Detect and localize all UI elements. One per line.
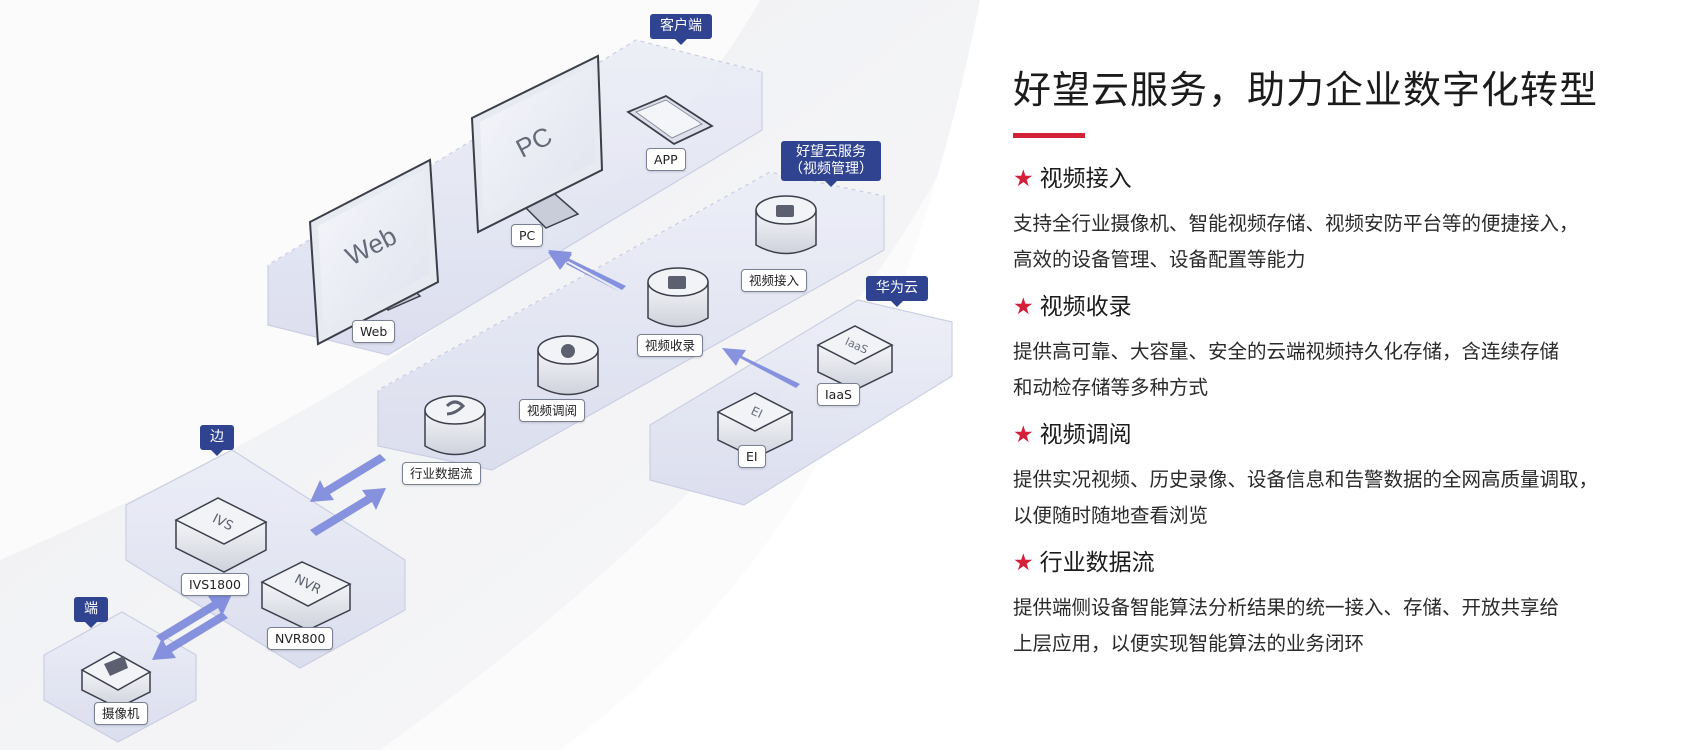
label-nvr: NVR800 [267,627,334,650]
title-accent-bar [1013,133,1085,138]
star-icon: ★ [1013,166,1034,192]
tag-service: 好望云服务 （视频管理） [781,141,881,187]
feature-line: 提供实况视频、历史录像、设备信息和告警数据的全网高质量调取， [1013,468,1599,491]
feature-heading: ★视频调阅 [1013,420,1693,450]
label-industry-stream: 行业数据流 [402,462,481,485]
video-access-cylinder [755,195,817,255]
feature-line: 提供高可靠、大容量、安全的云端视频持久化存储，含连续存储 [1013,340,1560,363]
tag-huawei-cloud: 华为云 [866,276,928,307]
label-video-access: 视频接入 [741,269,808,292]
feature-title: 视频收录 [1039,294,1132,320]
web-monitor: Web [308,158,440,346]
feature-title: 视频调阅 [1039,422,1132,448]
arrow-service-to-pc [548,252,620,292]
label-ivs: IVS1800 [181,573,249,596]
play-icon [561,344,575,358]
label-web: Web [352,320,396,343]
feature-line: 以便随时随地查看浏览 [1013,504,1209,527]
feature-industry-stream: ★行业数据流 提供端侧设备智能算法分析结果的统一接入、存储、开放共享给上层应用，… [1013,548,1693,662]
feature-line: 提供端侧设备智能算法分析结果的统一接入、存储、开放共享给 [1013,596,1560,619]
arrow-cloud-to-service [722,348,800,388]
feature-description: 提供实况视频、历史录像、设备信息和告警数据的全网高质量调取， 以便随时随地查看浏览 [1013,462,1693,534]
label-video-view: 视频调阅 [519,399,586,422]
video-record-cylinder [647,267,709,328]
feature-line: 上层应用，以便实现智能算法的业务闭环 [1013,632,1365,655]
ivs-device: IVS [174,497,268,573]
tag-service-line2: （视频管理） [789,161,873,177]
star-icon: ★ [1013,550,1034,576]
tablet-device [626,94,714,146]
feature-title: 视频接入 [1039,166,1132,192]
arrow-edge-to-camera [152,612,228,660]
feature-title: 行业数据流 [1039,550,1155,576]
feature-description: 提供高可靠、大容量、安全的云端视频持久化存储，含连续存储和动检存储等多种方式 [1013,334,1693,406]
camera-icon [104,656,128,676]
label-ei: EI [738,445,766,468]
industry-stream-cylinder [424,395,486,456]
label-pc: PC [511,224,544,247]
ei-device-text: EI [749,404,765,421]
tag-client: 客户端 [650,14,712,45]
label-app: APP [646,148,686,171]
star-icon: ★ [1013,294,1034,320]
feature-panel: 好望云服务，助力企业数字化转型 ★视频接入 支持全行业摄像机、智能视频存储、视频… [1013,62,1693,676]
feature-line: 和动检存储等多种方式 [1013,376,1209,399]
tag-edge: 边 [200,425,234,456]
arrow-service-to-pc-head [548,250,626,290]
tag-service-line1: 好望云服务 [796,144,866,160]
flow-arrows [152,250,800,660]
download-icon [776,205,794,217]
label-camera: 摄像机 [94,702,148,725]
arrow-service-to-edge [310,454,386,502]
label-iaas: IaaS [817,383,860,406]
arrow-camera-to-edge [156,594,232,642]
tag-end: 端 [74,597,108,628]
feature-line: 高效的设备管理、设备配置等能力 [1013,248,1306,271]
ei-device: EI [716,392,794,459]
camera-device [80,651,152,709]
storage-icon [668,276,686,289]
stream-icon [445,400,466,416]
feature-video-record: ★视频收录 提供高可靠、大容量、安全的云端视频持久化存储，含连续存储和动检存储等… [1013,292,1693,406]
feature-heading: ★行业数据流 [1013,548,1693,578]
pc-monitor: PC [470,54,604,234]
feature-line: 支持全行业摄像机、智能视频存储、视频安防平台等的便捷接入， [1013,212,1579,235]
label-video-record: 视频收录 [637,334,704,357]
feature-heading: ★视频收录 [1013,292,1693,322]
star-icon: ★ [1013,422,1034,448]
feature-video-view: ★视频调阅 提供实况视频、历史录像、设备信息和告警数据的全网高质量调取， 以便随时… [1013,420,1693,534]
feature-description: 支持全行业摄像机、智能视频存储、视频安防平台等的便捷接入， 高效的设备管理、设备配… [1013,206,1693,278]
nvr-device: NVR [260,561,352,631]
iaas-device: IaaS [816,325,894,391]
video-view-cylinder [537,335,599,396]
arrow-edge-to-service [310,488,386,536]
feature-video-access: ★视频接入 支持全行业摄像机、智能视频存储、视频安防平台等的便捷接入， 高效的设备… [1013,164,1693,278]
feature-description: 提供端侧设备智能算法分析结果的统一接入、存储、开放共享给上层应用，以便实现智能算… [1013,590,1693,662]
panel-title: 好望云服务，助力企业数字化转型 [1013,68,1599,112]
feature-heading: ★视频接入 [1013,164,1693,194]
architecture-diagram: Web PC IaaS EI [43,39,953,743]
